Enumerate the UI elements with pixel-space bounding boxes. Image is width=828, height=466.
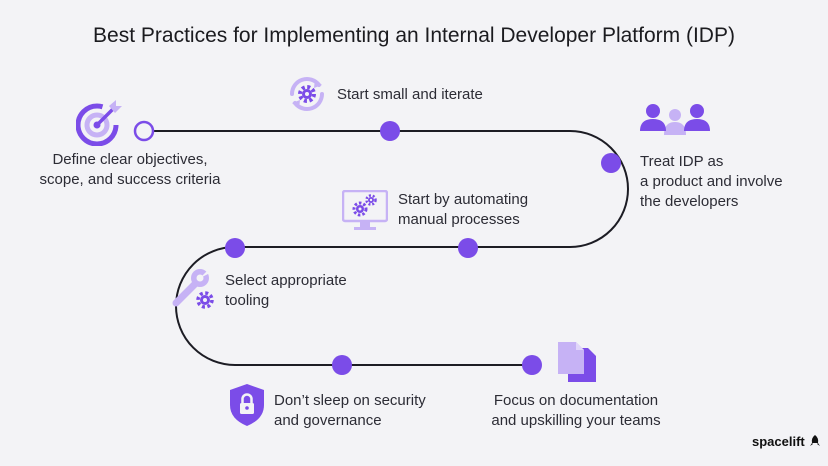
step-4-label: Start by automating manual processes bbox=[398, 191, 529, 228]
step-3-label: Treat IDP as a product and involve the d… bbox=[640, 153, 783, 210]
page-title: Best Practices for Implementing an Inter… bbox=[93, 24, 735, 47]
documents-icon bbox=[558, 342, 596, 382]
users-icon bbox=[640, 104, 710, 135]
step-5-label: Select appropriate tooling bbox=[225, 272, 347, 309]
refresh-gear-icon bbox=[290, 77, 324, 111]
rocket-logo-icon bbox=[810, 435, 821, 446]
target-icon bbox=[76, 100, 122, 146]
waypoint-marker bbox=[380, 121, 400, 141]
waypoint-marker bbox=[225, 238, 245, 258]
lock-shield-icon bbox=[230, 384, 264, 426]
step-7-label: Focus on documentation and upskilling yo… bbox=[491, 392, 661, 429]
step-6-label: Don’t sleep on security and governance bbox=[274, 392, 426, 429]
waypoint-marker bbox=[601, 153, 621, 173]
step-1-label: Define clear objectives, scope, and succ… bbox=[39, 151, 221, 188]
step-2-label: Start small and iterate bbox=[337, 86, 483, 103]
monitor-gears-icon bbox=[342, 190, 388, 230]
waypoint-marker bbox=[522, 355, 542, 375]
waypoint-marker bbox=[332, 355, 352, 375]
waypoint-marker bbox=[458, 238, 478, 258]
start-marker bbox=[133, 120, 155, 142]
brand-name: spacelift bbox=[752, 434, 805, 449]
brand-logo: spacelift bbox=[752, 434, 822, 449]
wrench-gear-icon bbox=[172, 267, 214, 309]
